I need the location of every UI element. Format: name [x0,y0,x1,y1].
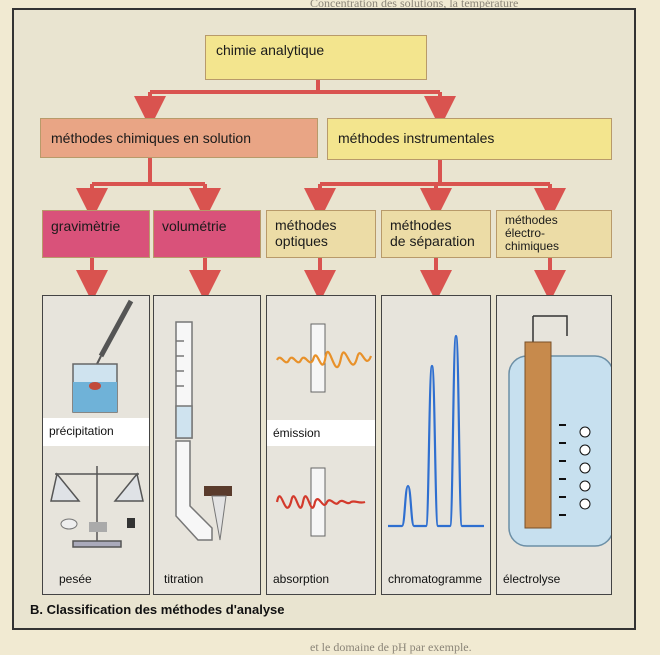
node-methodes-chimiques: méthodes chimiques en solution [40,118,318,158]
connector-chimiques [92,158,205,186]
node-methodes-electrochimiques: méthodes électro- chimiques [496,210,612,258]
graduated-cylinder-icon [175,321,193,439]
panel-gravimetrie: précipitation pesée [42,295,150,595]
figure-caption: B. Classification des méthodes d'analyse [30,602,285,617]
node-methodes-optiques: méthodes optiques [266,210,376,258]
panel-label-emission: émission [273,426,321,440]
minus-signs [559,424,566,516]
panel-separation: chromatogramme [381,295,491,595]
stopper-icon [204,486,232,496]
volumetrie-illustrations [175,321,232,541]
panel-label-titration: titration [164,572,204,586]
node-gravimetrie: gravimètrie [42,210,150,258]
electrolysis-vessel-icon [508,355,614,547]
node-methodes-separation: méthodes de séparation [381,210,491,258]
plus-ions [579,426,591,510]
node-text-line: chimiques [505,239,560,253]
panel-label-electrolyse: électrolyse [503,572,561,586]
node-text-line: de séparation [390,233,475,249]
node-volumetrie: volumétrie [153,210,261,258]
sample-cell-icon [310,467,326,537]
chromatogram-peaks [388,334,484,528]
separation-illustrations [388,334,484,528]
node-text-line: méthodes [390,217,452,233]
panel-electrochimiques: électrolyse [496,295,614,595]
gravimetrie-illustrations [43,299,149,548]
absorption-wave [275,495,366,509]
balance-icon [50,466,144,548]
electrode-icon [524,341,552,529]
panel-label-pesee: pesée [59,572,92,586]
node-text-line: méthodes [505,213,558,227]
panel-volumetrie: titration [153,295,261,595]
node-text-line: électro- [505,226,546,240]
node-chimie-analytique: chimie analytique [205,35,427,80]
node-text-line: optiques [275,233,328,249]
pipette-icon [98,299,134,358]
panel-label-precipitation: précipitation [49,424,114,438]
burette-icon [175,440,213,541]
node-methodes-instrumentales: méthodes instrumentales [327,118,612,160]
wire-icon [532,315,568,346]
panel-label-absorption: absorption [273,572,330,586]
optiques-illustrations [267,323,375,537]
electrolysis-illustrations [508,315,614,547]
emission-wave [276,350,373,368]
background-text-line: Concentration des solutions, la températ… [310,0,519,10]
connector-root [148,80,442,110]
panel-optiques: émission absorption [266,295,376,595]
precipitate-icon [89,382,101,390]
node-text-line: méthodes [275,217,337,233]
connector-instrumentales [320,160,550,186]
panel-label-chromatogramme: chromatogramme [388,572,483,586]
